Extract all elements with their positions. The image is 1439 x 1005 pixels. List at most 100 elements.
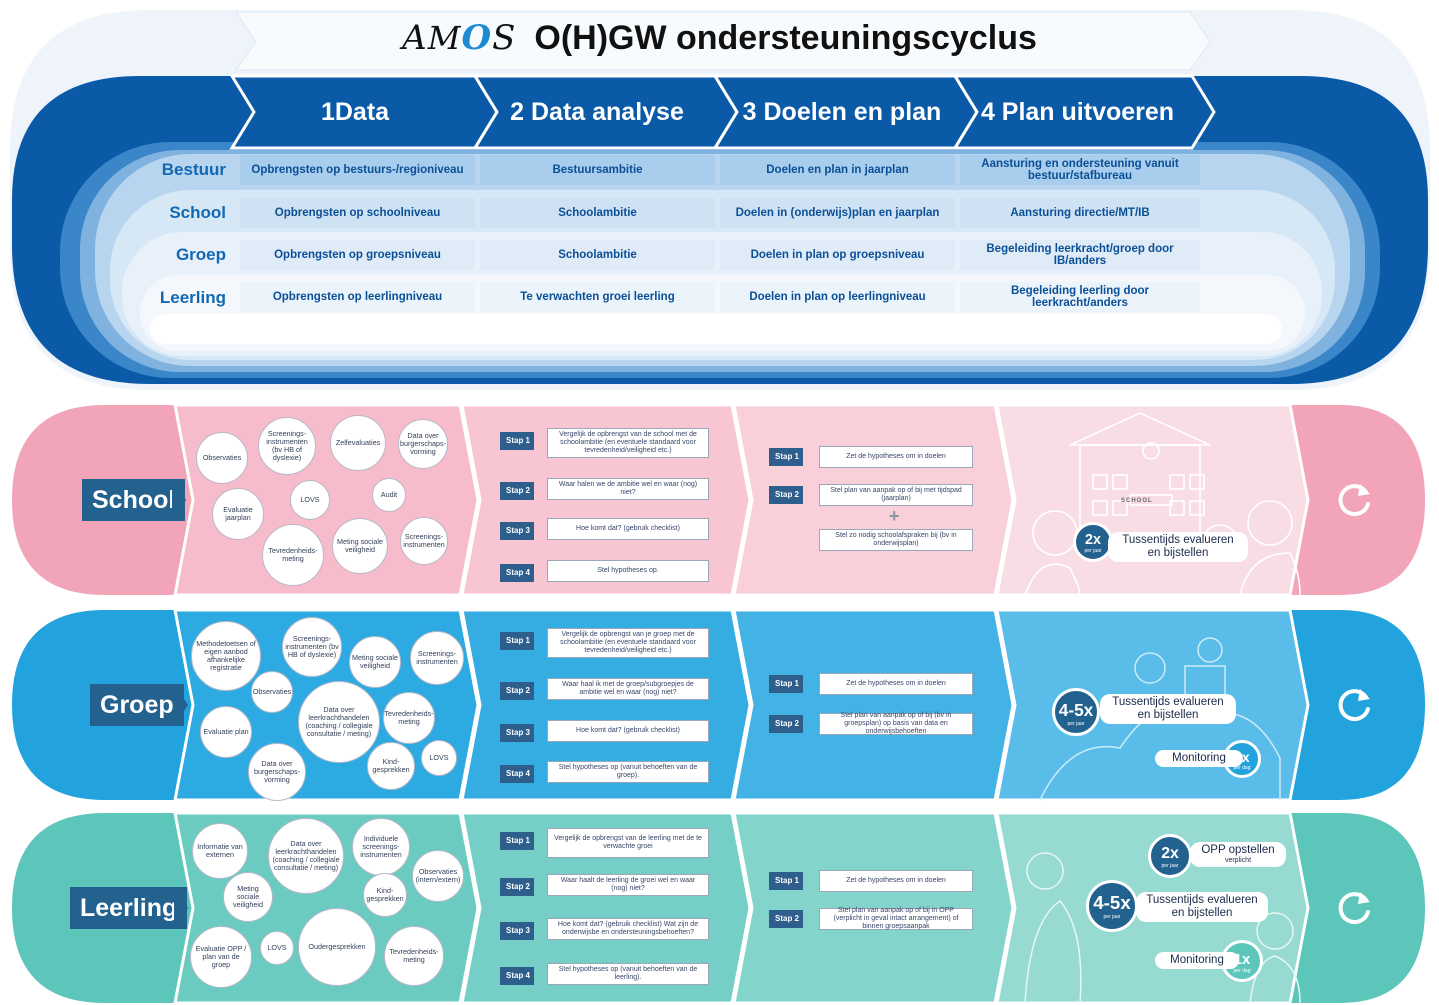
frequency-number: 2x — [1161, 844, 1179, 862]
cell-leerling-doelen: Doelen in plan op leerlingniveau — [749, 291, 926, 303]
row-label-school: School — [169, 203, 226, 222]
groep-band-label: Groep — [90, 684, 184, 726]
frequency-number: 4-5x — [1058, 699, 1094, 720]
school-data-bubble: Data over burgerschaps-vorming — [398, 419, 448, 469]
groep-analyse-step-text: Waar haal ik met de groep/subgroepjes de… — [547, 678, 709, 700]
amos-logo: AMOS — [402, 18, 517, 58]
groep-data-bubble: Data over leerkrachthandelen (coaching /… — [298, 681, 380, 763]
frequency-label: Monitoring — [1172, 752, 1226, 764]
leerling-analyse-step-badge: Stap 2 — [500, 878, 534, 896]
leerling-analyse-step-badge: Stap 3 — [500, 922, 534, 940]
school-data-bubble: LOVS — [290, 480, 330, 520]
school-data-bubble: Screenings-instrumenten — [400, 517, 448, 565]
stage-header-2: 2 Data analyse — [510, 98, 684, 126]
cell-leerling-uitvoeren: Begeleiding leerling door leerkracht/and… — [1010, 285, 1150, 309]
stage-header-4: 4 Plan uitvoeren — [980, 98, 1175, 126]
cell-leerling-analyse: Te verwachten groei leerling — [520, 291, 675, 303]
school-analyse-step-badge: Stap 3 — [500, 522, 534, 540]
frequency-label: Tussentijds evalueren en bijstellen — [1146, 894, 1258, 919]
school-analyse-step-badge: Stap 1 — [500, 432, 534, 450]
title-text: O(H)GW ondersteuningscyclus — [534, 19, 1037, 57]
frequency-unit: per jaar — [1067, 720, 1085, 727]
school-data-bubble: Tevredenheids-meting — [262, 524, 324, 586]
school-analyse-step-badge: Stap 4 — [500, 564, 534, 582]
school-analyse-step-text: Vergelijk de opbrengst van de school met… — [547, 428, 709, 458]
groep-data-bubble: Methodetoetsen of eigen aanbod afhankeli… — [191, 621, 261, 691]
leerling-plan-step-text: Stel plan van aanpak op of bij in OPP (v… — [819, 907, 973, 930]
groep-data-bubble: Observaties — [251, 671, 293, 713]
stage-header-1: 1Data — [320, 98, 390, 126]
cell-groep-doelen: Doelen in plan op groepsniveau — [750, 249, 925, 261]
stage-header-3: 3 Doelen en plan — [742, 98, 942, 126]
groep-frequency-text: Monitoring — [1155, 750, 1243, 767]
plus-sign: + — [889, 506, 900, 526]
leerling-label-arrow — [174, 887, 188, 929]
frequency-sublabel: verplicht — [1224, 857, 1252, 864]
groep-frequency-text: Tussentijds evalueren en bijstellen — [1100, 694, 1236, 724]
frequency-unit: per jaar — [1103, 914, 1121, 921]
refresh-cycle-icon — [1338, 484, 1370, 517]
school-sign: SCHOOL — [1121, 498, 1153, 504]
frequency-label: Monitoring — [1170, 954, 1224, 966]
leerling-plan-step-text: Zet de hypotheses om in doelen — [819, 870, 973, 892]
leerling-analyse-step-text: Waar haalt de leerling de groei wel en w… — [547, 874, 709, 896]
page-title: AMOS O(H)GW ondersteuningscyclus — [0, 18, 1439, 58]
school-analyse-step-text: Waar halen we de ambitie wel en waar (no… — [547, 478, 709, 500]
groep-data-bubble: Tevredenheids-meting — [383, 692, 435, 744]
groep-data-bubble: Kind-gesprekken — [367, 742, 415, 790]
groep-data-bubble: Evaluatie plan — [200, 706, 252, 758]
leerling-frequency-text: Tussentijds evalueren en bijstellen — [1136, 892, 1268, 922]
refresh-cycle-icon — [1338, 689, 1370, 722]
school-label-arrow — [172, 479, 186, 521]
school-data-bubble: Observaties — [196, 432, 248, 484]
groep-analyse-step-badge: Stap 4 — [500, 765, 534, 783]
school-plan-step-badge: Stap 1 — [769, 448, 803, 466]
leerling-data-bubble: Individuele screenings-instrumenten — [352, 818, 410, 876]
leerling-analyse-step-text: Hoe komt dat? (gebruik checklist) Wat zi… — [547, 918, 709, 940]
leerling-data-bubble: Informatie van externen — [192, 823, 248, 879]
groep-analyse-step-badge: Stap 3 — [500, 724, 534, 742]
top-cycle-graphic — [10, 10, 1430, 390]
leerling-band-label: Leerling — [70, 887, 188, 929]
leerling-analyse-step-text: Vergelijk de opbrengst van de leerling m… — [547, 828, 709, 858]
school-plan-step-text: Stel plan van aanpak op of bij met tijds… — [819, 484, 973, 506]
leerling-plan-step-badge: Stap 2 — [769, 910, 803, 928]
groep-analyse-step-text: Vergelijk de opbrengst van je groep met … — [547, 628, 709, 658]
frequency-unit: per jaar — [1084, 548, 1102, 555]
leerling-analyse-step-text: Stel hypotheses op (vanuit behoeften van… — [547, 963, 709, 985]
school-frequency-text: Tussentijds evalueren en bijstellen — [1108, 532, 1248, 562]
row-label-bestuur: Bestuur — [161, 160, 226, 179]
groep-data-bubble: Screenings-instrumenten — [410, 631, 464, 685]
leerling-plan-step-badge: Stap 1 — [769, 872, 803, 890]
leerling-data-bubble: Kind-gesprekken — [363, 873, 407, 917]
frequency-label: Tussentijds evalueren en bijstellen — [1112, 696, 1224, 721]
cell-groep-analyse: Schoolambitie — [558, 249, 637, 261]
school-data-bubble: Evaluatie jaarplan — [212, 488, 264, 540]
groep-analyse-step-text: Hoe komt dat? (gebruik checklist) — [547, 720, 709, 742]
leerling-data-bubble: Oudergesprekken — [298, 908, 376, 986]
cell-bestuur-data: Opbrengsten op bestuurs-/regioniveau — [251, 164, 464, 176]
school-analyse-step-text: Hoe komt dat? (gebruik checklist) — [547, 518, 709, 540]
groep-data-bubble: Screenings-instrumenten (bv HB of dyslex… — [282, 617, 342, 677]
leerling-data-bubble: Evaluatie OPP / plan van de groep — [190, 926, 252, 988]
cell-school-doelen: Doelen in (onderwijs)plan en jaarplan — [735, 207, 940, 219]
frequency-label: OPP opstellen — [1201, 844, 1275, 856]
frequency-label: Tussentijds evalueren en bijstellen — [1122, 534, 1234, 559]
frequency-unit: per jaar — [1161, 862, 1179, 869]
groep-plan-step-text: Stel plan van aanpak op of bij (bv in gr… — [819, 712, 973, 735]
frequency-number: 2x — [1084, 532, 1101, 549]
cell-bestuur-analyse: Bestuursambitie — [552, 164, 643, 176]
cell-groep-data: Opbrengsten op groepsniveau — [274, 249, 441, 261]
school-data-bubble: Meting sociale veiligheid — [332, 518, 388, 574]
cell-groep-uitvoeren: Begeleiding leerkracht/groep door IB/and… — [986, 243, 1174, 267]
groep-data-bubble: LOVS — [421, 740, 457, 776]
leerling-data-bubble: Meting sociale veiligheid — [223, 872, 273, 922]
frequency-unit: per dag — [1233, 967, 1251, 974]
groep-analyse-step-badge: Stap 1 — [500, 632, 534, 650]
leerling-analyse-step-badge: Stap 4 — [500, 967, 534, 985]
groep-analyse-step-text: Stel hypotheses op (vanuit behoeften van… — [547, 761, 709, 783]
groep-data-bubble: Meting sociale veiligheid — [349, 636, 401, 688]
cell-school-analyse: Schoolambitie — [558, 207, 637, 219]
